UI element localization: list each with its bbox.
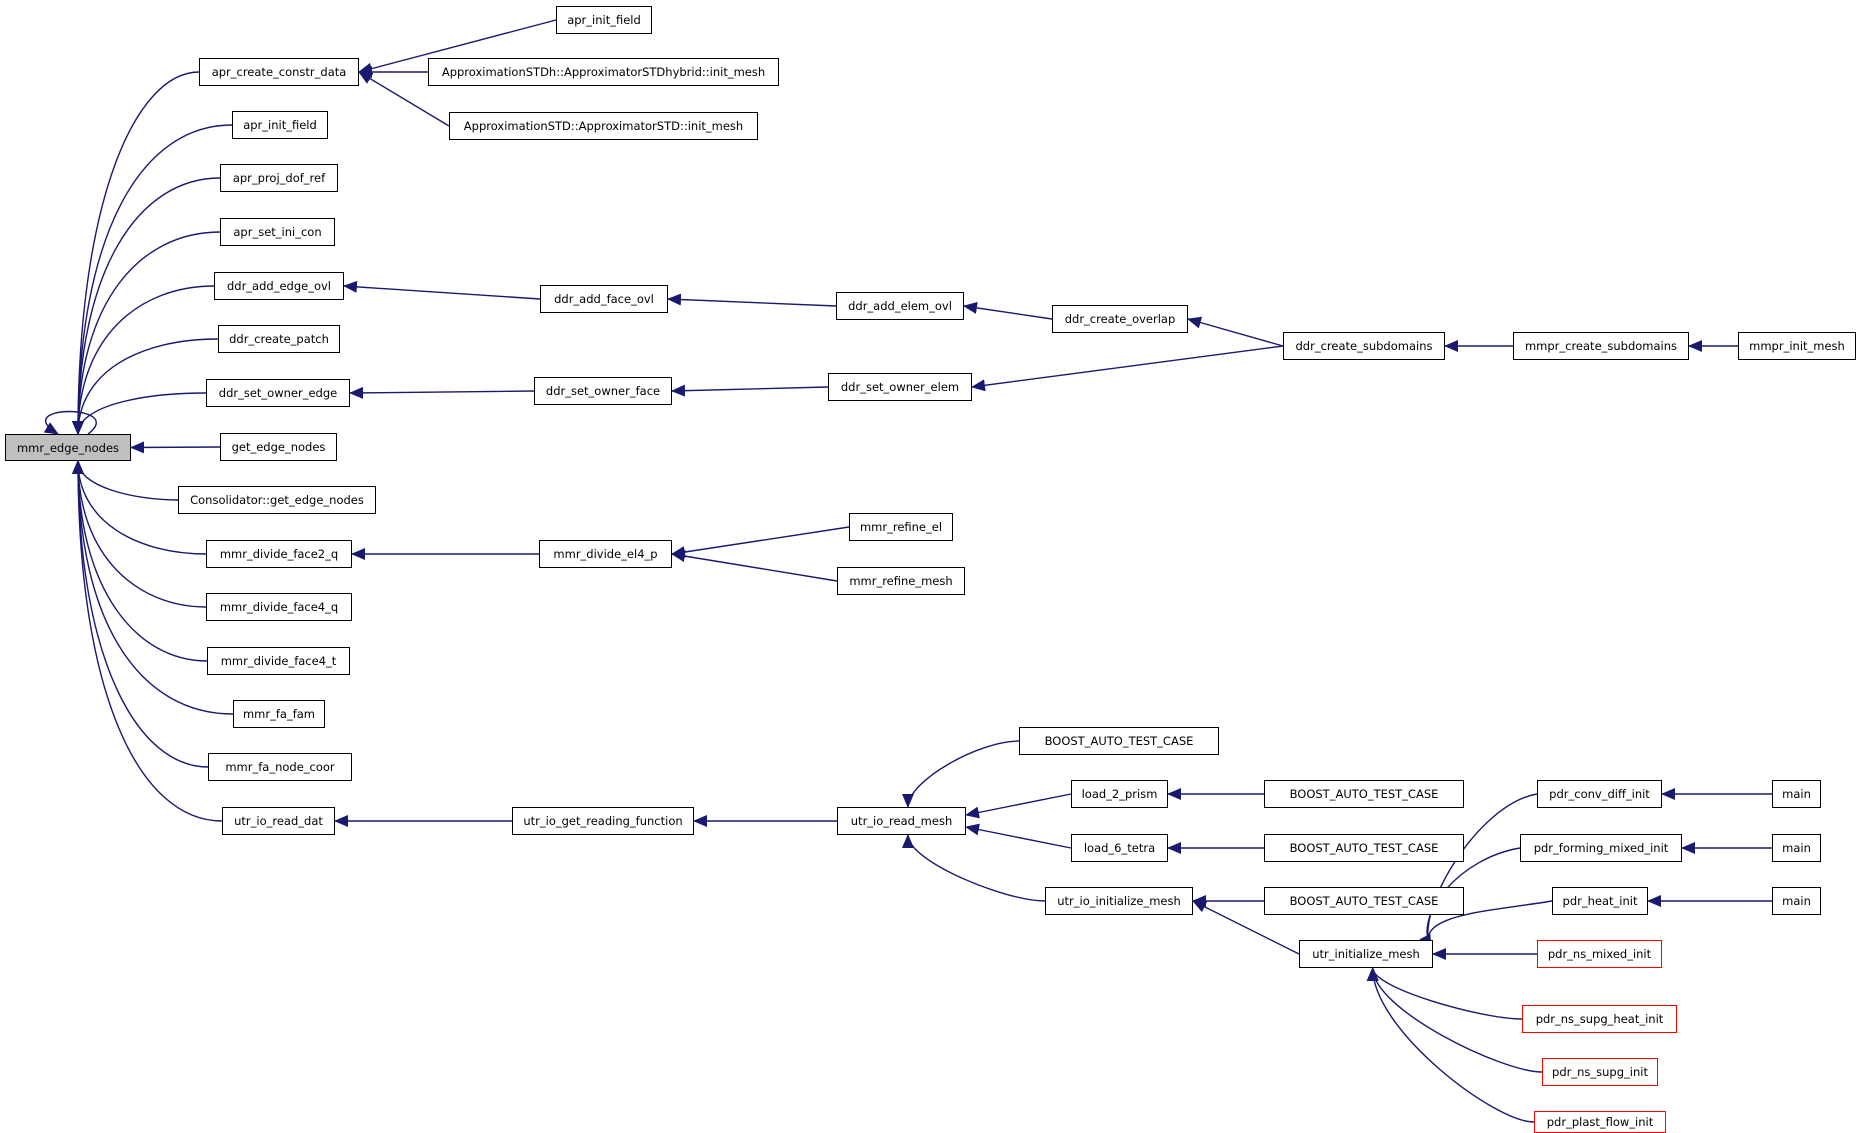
node-pdr-plast-flow-init[interactable]: pdr_plast_flow_init [1534, 1111, 1666, 1133]
node-ddr-create-subdomains[interactable]: ddr_create_subdomains [1283, 332, 1445, 360]
edge-mmr_divide_face4_q-to-mmr_edge_nodes [72, 460, 207, 608]
node-ddr-set-owner-face[interactable]: ddr_set_owner_face [534, 377, 672, 405]
node-main-1[interactable]: main [1772, 780, 1821, 808]
node-pdr-ns-mixed-init[interactable]: pdr_ns_mixed_init [1537, 940, 1662, 968]
edge-ddr_set_owner_edge-to-mmr_edge_nodes [72, 392, 207, 435]
node-boost-auto-test-case-2[interactable]: BOOST_AUTO_TEST_CASE [1264, 780, 1464, 808]
edge-pdr_ns_supg_heat_init-to-utr_initialize_mesh [1366, 967, 1523, 1020]
node-utr-initialize-mesh[interactable]: utr_initialize_mesh [1299, 940, 1433, 968]
node-ddr-add-face-ovl[interactable]: ddr_add_face_ovl [540, 285, 668, 313]
edge-load_2_prism-to-utr_io_read_mesh [965, 793, 1072, 819]
node-load-2-prism[interactable]: load_2_prism [1071, 780, 1168, 808]
node-ddr-set-owner-edge[interactable]: ddr_set_owner_edge [206, 379, 350, 407]
edge-mmr_refine_el-to-mmr_divide_el4_p [671, 526, 850, 558]
node-mmpr-create-subdomains[interactable]: mmpr_create_subdomains [1513, 332, 1689, 360]
node-mmr-divide-el4-p[interactable]: mmr_divide_el4_p [539, 540, 672, 568]
node-mmpr-init-mesh[interactable]: mmpr_init_mesh [1738, 332, 1856, 360]
node-utr-io-read-dat[interactable]: utr_io_read_dat [222, 807, 335, 835]
node-utr-io-read-mesh[interactable]: utr_io_read_mesh [837, 807, 966, 835]
node-ddr-create-overlap[interactable]: ddr_create_overlap [1052, 305, 1188, 333]
node-apr-init-field[interactable]: apr_init_field [232, 111, 328, 139]
edge-ddr_create_subdomains-to-ddr_create_overlap [1187, 316, 1284, 347]
node-consolidator-get-edge-nodes[interactable]: Consolidator::get_edge_nodes [178, 486, 376, 514]
edge-approx_std_init_mesh-to-apr_create_constr_data [358, 71, 450, 127]
edge-ddr_add_elem_ovl-to-ddr_add_face_ovl [667, 293, 837, 307]
edge-load_6_tetra-to-utr_io_read_mesh [965, 823, 1072, 849]
node-mmr-divide-face4-q[interactable]: mmr_divide_face4_q [206, 593, 352, 621]
edge-ddr_create_overlap-to-ddr_add_elem_ovl [963, 301, 1053, 320]
node-utr-io-get-reading-function[interactable]: utr_io_get_reading_function [512, 807, 694, 835]
edge-ddr_add_face_ovl-to-ddr_add_edge_ovl [343, 280, 541, 300]
node-utr-io-initialize-mesh[interactable]: utr_io_initialize_mesh [1045, 887, 1193, 915]
node-ddr-set-owner-elem[interactable]: ddr_set_owner_elem [828, 373, 972, 401]
edge-get_edge_nodes-to-mmr_edge_nodes [130, 441, 221, 454]
node-mmr-refine-el[interactable]: mmr_refine_el [849, 513, 953, 541]
edge-mmr_divide_face4_t-to-mmr_edge_nodes [72, 460, 208, 662]
node-boost-auto-test-case-1[interactable]: BOOST_AUTO_TEST_CASE [1019, 727, 1219, 755]
node-mmr-refine-mesh[interactable]: mmr_refine_mesh [837, 567, 965, 595]
node-mmr-fa-node-coor[interactable]: mmr_fa_node_coor [208, 753, 352, 781]
node-apr-proj-dof-ref[interactable]: apr_proj_dof_ref [220, 164, 338, 192]
edge-apr_init_field_2-to-apr_create_constr_data [358, 19, 557, 75]
edge-boost_auto_test_case_1-to-utr_io_read_mesh [901, 740, 1020, 808]
node-boost-auto-test-case-4[interactable]: BOOST_AUTO_TEST_CASE [1264, 887, 1464, 915]
edge-pdr_conv_diff_init-to-utr_initialize_mesh [1419, 793, 1538, 949]
edge-apr_set_ini_con-to-mmr_edge_nodes [72, 231, 221, 435]
node-mmr-fa-fam[interactable]: mmr_fa_fam [233, 700, 325, 728]
edge-ddr_set_owner_face-to-ddr_set_owner_edge [349, 386, 535, 399]
edge-utr_io_read_dat-to-mmr_edge_nodes [72, 460, 223, 822]
edge-mmr_fa_fam-to-mmr_edge_nodes [72, 460, 234, 715]
node-ddr-add-edge-ovl[interactable]: ddr_add_edge_ovl [214, 272, 344, 300]
node-approximatorstdhybrid-init-mesh[interactable]: ApproximationSTDh::ApproximatorSTDhybrid… [428, 58, 779, 86]
node-main-2[interactable]: main [1772, 834, 1821, 862]
node-ddr-create-patch[interactable]: ddr_create_patch [218, 325, 340, 353]
node-main-3[interactable]: main [1772, 887, 1821, 915]
edge-ddr_set_owner_elem-to-ddr_set_owner_face [671, 384, 829, 397]
node-apr-set-ini-con[interactable]: apr_set_ini_con [220, 218, 335, 246]
edge-ddr_create_subdomains-to-ddr_set_owner_elem [971, 345, 1284, 392]
node-pdr-ns-supg-init[interactable]: pdr_ns_supg_init [1542, 1058, 1658, 1086]
edge-mmr_refine_mesh-to-mmr_divide_el4_p [671, 550, 838, 582]
edge-apr_init_field_1-to-mmr_edge_nodes [72, 124, 233, 435]
edge-mmr_edge_nodes-to-mmr_edge_nodes [43, 410, 97, 435]
node-pdr-forming-mixed-init[interactable]: pdr_forming_mixed_init [1520, 834, 1682, 862]
node-pdr-conv-diff-init[interactable]: pdr_conv_diff_init [1537, 780, 1662, 808]
edge-ddr_create_patch-to-mmr_edge_nodes [72, 338, 219, 435]
edge-pdr_ns_supg_init-to-utr_initialize_mesh [1366, 967, 1543, 1073]
node-approximatorstd-init-mesh[interactable]: ApproximationSTD::ApproximatorSTD::init_… [449, 112, 758, 140]
node-apr-create-constr-data[interactable]: apr_create_constr_data [199, 58, 359, 86]
node-load-6-tetra[interactable]: load_6_tetra [1071, 834, 1168, 862]
edge-mmr_divide_face2_q-to-mmr_edge_nodes [72, 460, 207, 555]
node-pdr-ns-supg-heat-init[interactable]: pdr_ns_supg_heat_init [1522, 1005, 1677, 1033]
edge-apr_create_constr_data-to-mmr_edge_nodes [72, 71, 200, 435]
node-boost-auto-test-case-3[interactable]: BOOST_AUTO_TEST_CASE [1264, 834, 1464, 862]
node-apr-init-field-2[interactable]: apr_init_field [556, 6, 652, 34]
edge-pdr_plast_flow_init-to-utr_initialize_mesh [1366, 967, 1535, 1123]
edge-utr_initialize_mesh-to-utr_io_initialize_mesh [1192, 900, 1300, 955]
node-mmr-edge-nodes[interactable]: mmr_edge_nodes [5, 434, 131, 461]
node-get-edge-nodes[interactable]: get_edge_nodes [220, 433, 337, 461]
node-ddr-add-elem-ovl[interactable]: ddr_add_elem_ovl [836, 292, 964, 320]
node-mmr-divide-face4-t[interactable]: mmr_divide_face4_t [207, 647, 350, 675]
edge-utr_io_initialize_mesh-to-utr_io_read_mesh [901, 834, 1046, 902]
edge-apr_proj_dof_ref-to-mmr_edge_nodes [72, 177, 221, 435]
node-pdr-heat-init[interactable]: pdr_heat_init [1552, 887, 1648, 915]
node-mmr-divide-face2-q[interactable]: mmr_divide_face2_q [206, 540, 352, 568]
edge-mmr_fa_node_coor-to-mmr_edge_nodes [72, 460, 209, 768]
edge-consolidator_get_edge_nodes-to-mmr_edge_nodes [72, 460, 179, 501]
edge-ddr_add_edge_ovl-to-mmr_edge_nodes [72, 285, 215, 435]
edge-pdr_heat_init-to-utr_initialize_mesh [1419, 900, 1553, 949]
